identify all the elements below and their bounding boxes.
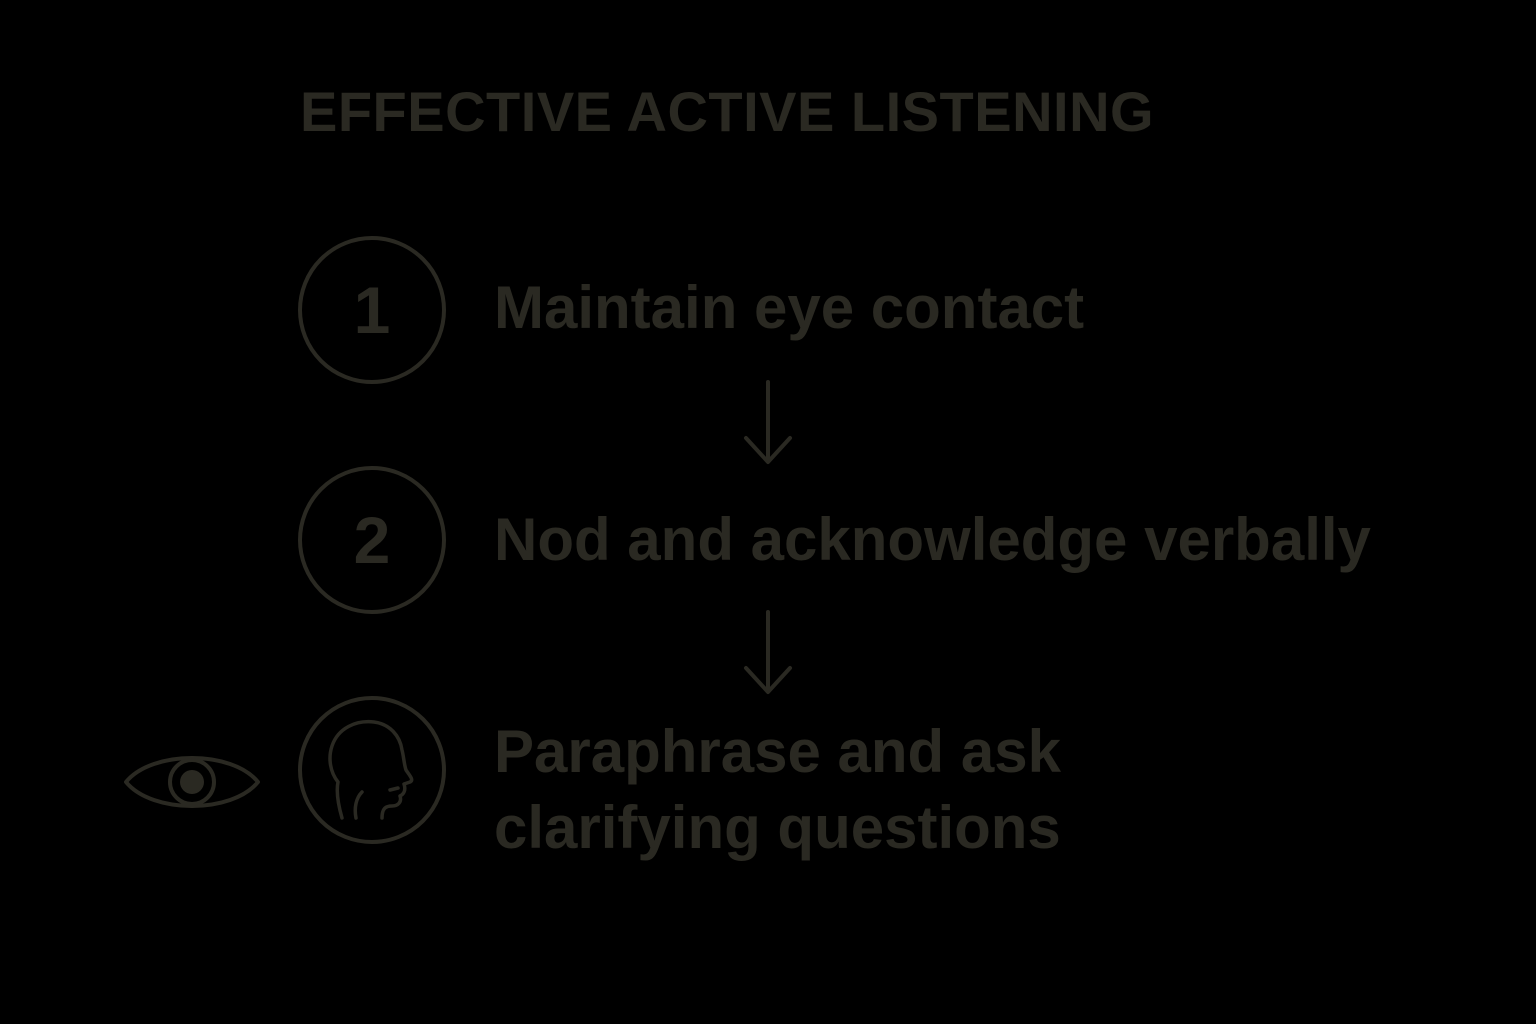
eye-icon: [124, 756, 260, 808]
head-profile-icon: [328, 719, 414, 820]
step-2-circle: 2: [298, 466, 446, 614]
arrow-down-icon: [744, 380, 792, 464]
step-3-label-line-2: clarifying questions: [494, 794, 1061, 861]
arrow-down-icon: [744, 610, 792, 694]
step-3-label: Paraphrase and ask clarifying questions: [494, 714, 1061, 866]
step-2-number: 2: [353, 503, 391, 577]
diagram-title: EFFECTIVE ACTIVE LISTENING: [300, 80, 1155, 143]
step-3-label-line-1: Paraphrase and ask: [494, 718, 1061, 785]
step-3-circle: [298, 696, 446, 844]
step-1-circle: 1: [298, 236, 446, 384]
step-2-label: Nod and acknowledge verbally: [494, 506, 1371, 573]
step-1-label: Maintain eye contact: [494, 274, 1085, 341]
step-1-number: 1: [353, 273, 391, 347]
